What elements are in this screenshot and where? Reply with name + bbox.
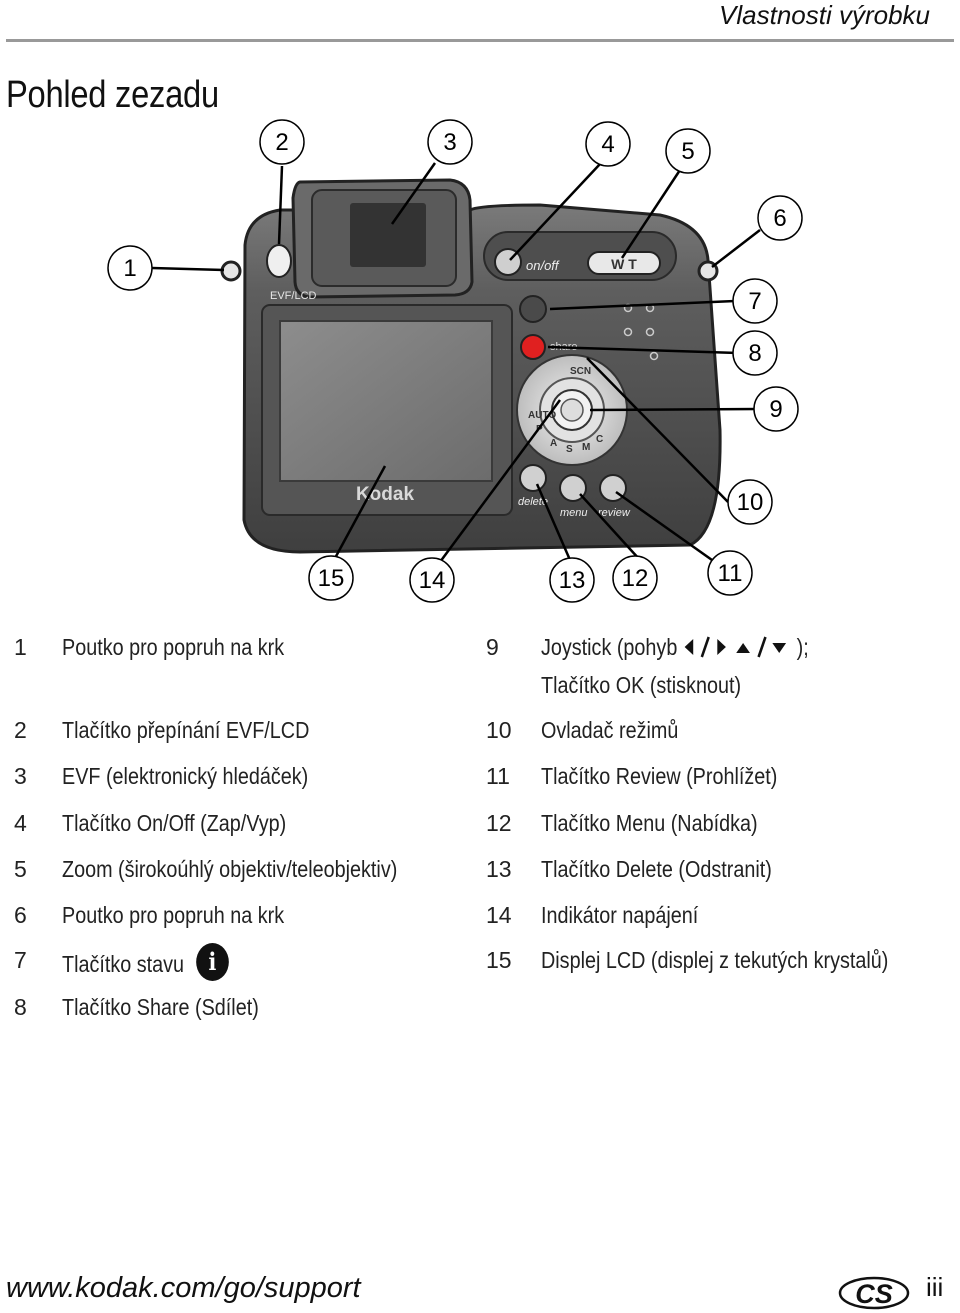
legend-number: 15 bbox=[486, 947, 512, 973]
callout-10-label: 10 bbox=[737, 489, 764, 516]
evf-lcd-button bbox=[266, 244, 292, 278]
legend-number: 14 bbox=[486, 902, 512, 928]
dial-mode-scn: SCN bbox=[570, 366, 591, 377]
legend-text: Tlačítko Share (Sdílet) bbox=[62, 994, 259, 1020]
strap-lug-left bbox=[220, 260, 242, 282]
legend-number: 5 bbox=[14, 856, 27, 882]
callout-4-label: 4 bbox=[601, 131, 614, 158]
legend-number: 11 bbox=[486, 763, 510, 789]
callout-9-label: 9 bbox=[769, 396, 782, 423]
delete-button bbox=[519, 464, 547, 492]
review-label: review bbox=[598, 507, 631, 519]
leader-lines bbox=[151, 162, 761, 563]
callout-7-label: 7 bbox=[748, 288, 761, 315]
info-button bbox=[519, 295, 547, 323]
info-icon: i bbox=[196, 943, 229, 981]
menu-label: menu bbox=[560, 507, 588, 519]
legend-text: Tlačítko On/Off (Zap/Vyp) bbox=[62, 810, 287, 836]
dial-mode-c: C bbox=[596, 434, 603, 445]
legend-number: 9 bbox=[486, 634, 499, 660]
callout-15: 15 bbox=[308, 555, 354, 601]
legend-text: Tlačítko Menu (Nabídka) bbox=[541, 810, 758, 836]
legend-text: Displej LCD (displej z tekutých krystalů… bbox=[541, 947, 889, 973]
legend-number: 8 bbox=[14, 994, 27, 1020]
legend-number: 7 bbox=[14, 947, 27, 973]
camera-rear-view-figure: Kodak EVF/LCD on/off W T share SCN AUTO … bbox=[107, 119, 803, 603]
on-off-label: on/off bbox=[526, 258, 560, 273]
callout-5: 5 bbox=[665, 128, 711, 174]
callout-3: 3 bbox=[427, 119, 473, 165]
callout-13: 13 bbox=[549, 557, 595, 603]
language-code: CS bbox=[855, 1279, 893, 1309]
mode-dial: SCN AUTO P A S M C bbox=[516, 354, 628, 466]
section-header: Vlastnosti výrobku bbox=[719, 0, 930, 30]
legend-number: 12 bbox=[486, 810, 512, 836]
callout-12: 12 bbox=[612, 555, 658, 601]
callout-9: 9 bbox=[753, 386, 799, 432]
dial-mode-auto: AUTO bbox=[528, 410, 556, 421]
legend-number: 6 bbox=[14, 902, 27, 928]
callout-14: 14 bbox=[409, 557, 455, 603]
legend-text-tail: ); bbox=[796, 634, 809, 660]
callout-13-label: 13 bbox=[559, 567, 586, 594]
legend-text-with-icon: Tlačítko stavu i bbox=[62, 943, 229, 985]
legend-text: Zoom (širokoúhlý objektiv/teleobjektiv) bbox=[62, 856, 398, 882]
page-title: Pohled zezadu bbox=[6, 74, 219, 116]
zoom-label: W T bbox=[611, 256, 637, 272]
legend-text: Tlačítko přepínání EVF/LCD bbox=[62, 717, 310, 743]
callout-11-label: 11 bbox=[718, 560, 743, 587]
page-number: iii bbox=[926, 1272, 944, 1302]
legend-number: 4 bbox=[14, 810, 27, 836]
brand-logo: Kodak bbox=[356, 484, 415, 505]
callout-4: 4 bbox=[585, 121, 631, 167]
legend-number: 13 bbox=[486, 856, 512, 882]
zoom-lever bbox=[587, 251, 661, 275]
callout-2-label: 2 bbox=[275, 129, 288, 156]
legend-text: EVF (elektronický hledáček) bbox=[62, 763, 309, 789]
callout-10: 10 bbox=[727, 479, 773, 525]
callout-markers: 1 2 3 4 5 6 7 8 9 10 11 12 13 14 15 bbox=[107, 119, 803, 603]
legend-text: Tlačítko Review (Prohlížet) bbox=[541, 763, 778, 789]
callout-2: 2 bbox=[259, 119, 305, 165]
legend-number: 10 bbox=[486, 717, 512, 743]
lcd-display: Kodak bbox=[261, 304, 513, 516]
legend-number: 3 bbox=[14, 763, 27, 789]
callout-15-label: 15 bbox=[318, 565, 345, 592]
legend-text: Indikátor napájení bbox=[541, 902, 699, 928]
legend-text: Ovladač režimů bbox=[541, 717, 679, 743]
share-button bbox=[520, 334, 546, 360]
callout-6-label: 6 bbox=[773, 205, 786, 232]
joystick-arrows-icon bbox=[684, 636, 787, 658]
dial-mode-m: M bbox=[582, 442, 590, 453]
callout-1-label: 1 bbox=[123, 255, 136, 282]
legend-number: 2 bbox=[14, 717, 27, 743]
legend-text: Joystick (pohyb bbox=[541, 634, 678, 660]
dial-mode-s: S bbox=[566, 444, 573, 455]
legend-text: Poutko pro popruh na krk bbox=[62, 902, 285, 928]
legend-text: Poutko pro popruh na krk bbox=[62, 634, 285, 660]
legend-text-joystick: Joystick (pohyb ); bbox=[541, 634, 809, 663]
callout-6: 6 bbox=[757, 195, 803, 241]
evf-lcd-label: EVF/LCD bbox=[270, 290, 317, 302]
callout-7: 7 bbox=[732, 278, 778, 324]
footer-support-link[interactable]: www.kodak.com/go/support bbox=[6, 1272, 361, 1304]
legend-text: Tlačítko Delete (Odstranit) bbox=[541, 856, 772, 882]
callout-14-label: 14 bbox=[419, 567, 446, 594]
callout-1: 1 bbox=[107, 245, 153, 291]
callout-3-label: 3 bbox=[443, 129, 456, 156]
header-rule bbox=[6, 39, 954, 42]
language-badge: CS bbox=[838, 1276, 910, 1310]
delete-label: delete bbox=[518, 496, 548, 508]
legend-text: Tlačítko OK (stisknout) bbox=[541, 672, 742, 698]
callout-8: 8 bbox=[732, 330, 778, 376]
callout-11: 11 bbox=[707, 550, 753, 596]
callout-12-label: 12 bbox=[622, 565, 649, 592]
legend-number: 1 bbox=[14, 634, 27, 660]
callout-5-label: 5 bbox=[681, 138, 694, 165]
legend-text: Tlačítko stavu bbox=[62, 951, 185, 978]
callout-8-label: 8 bbox=[748, 340, 761, 367]
dial-mode-a: A bbox=[550, 438, 557, 449]
